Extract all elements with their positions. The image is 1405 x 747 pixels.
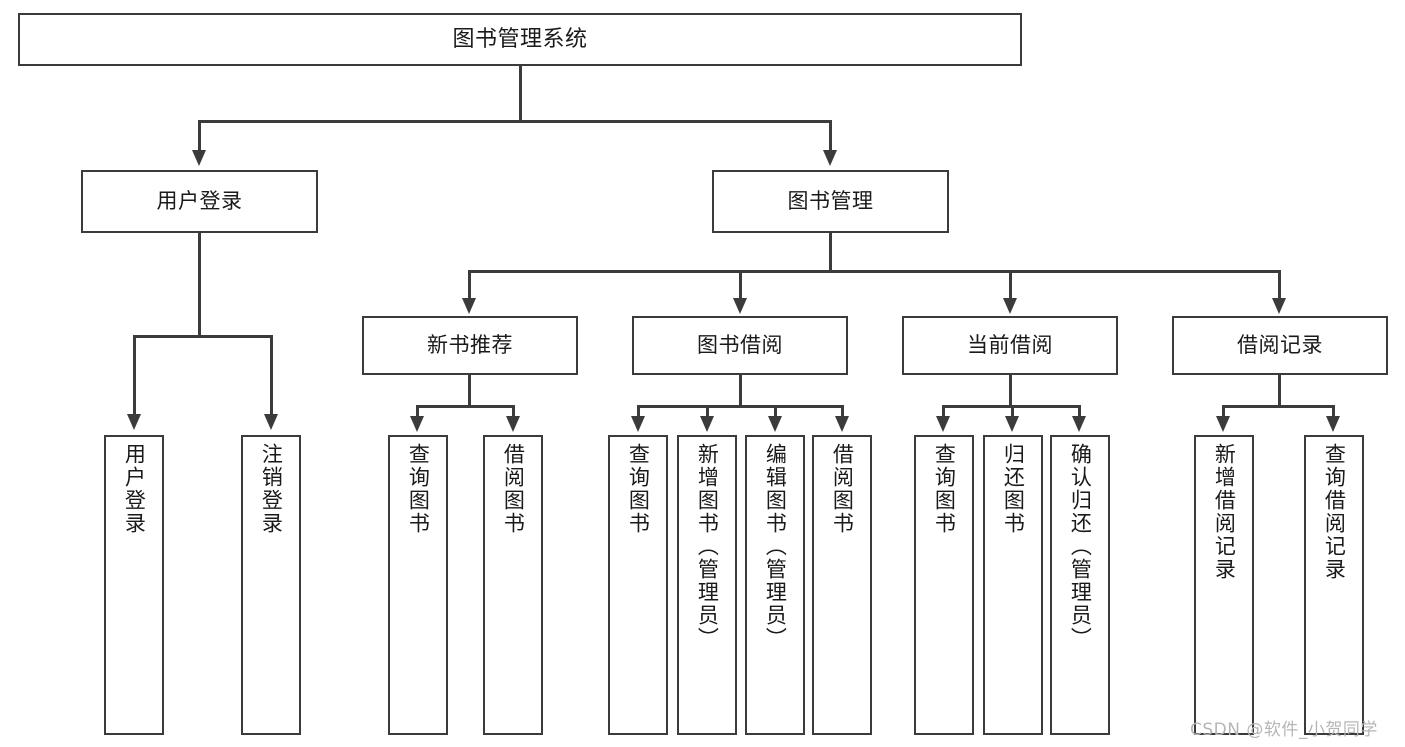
arrowhead-book-mgmt <box>823 150 837 166</box>
arrowhead-user-login <box>192 150 206 166</box>
node-label: 用户登录 <box>122 443 147 535</box>
connector-borrow-record-stem <box>1278 375 1281 407</box>
connector-cb-child-3 <box>1078 405 1081 419</box>
connector-user-login-bus <box>133 335 272 338</box>
arrowhead-bb-edit-book <box>768 416 782 432</box>
node-book-management[interactable]: 图书管理 <box>712 170 949 233</box>
arrowhead-br-add-record <box>1216 416 1230 432</box>
connector-root-to-book-mgmt <box>829 120 832 153</box>
node-label: 查询图书 <box>406 443 431 535</box>
arrowhead-br-query-record <box>1326 416 1340 432</box>
leaf-br-query-record[interactable]: 查询借阅记录 <box>1304 435 1364 735</box>
node-label: 借阅图书 <box>501 443 526 535</box>
leaf-bb-add-book[interactable]: 新增图书（管理员） <box>677 435 737 735</box>
connector-bb-child-2 <box>706 405 709 419</box>
connector-root-bus <box>198 120 832 123</box>
node-label: 注销登录 <box>259 443 284 535</box>
node-current-borrow[interactable]: 当前借阅 <box>902 316 1118 375</box>
arrowhead-leaf-logout <box>264 414 278 430</box>
node-label: 图书借阅 <box>697 333 783 358</box>
leaf-bb-borrow-book[interactable]: 借阅图书 <box>812 435 872 735</box>
node-label: 新增借阅记录 <box>1212 443 1237 581</box>
node-label: 图书管理系统 <box>452 26 588 52</box>
leaf-logout[interactable]: 注销登录 <box>241 435 301 735</box>
connector-user-login-stem <box>198 233 201 335</box>
connector-book-mgmt-stem <box>829 233 832 272</box>
node-label: 新书推荐 <box>427 333 513 358</box>
connector-bb-child-4 <box>841 405 844 419</box>
connector-root-stem <box>519 66 522 122</box>
leaf-br-add-record[interactable]: 新增借阅记录 <box>1194 435 1254 735</box>
leaf-cb-confirm-return[interactable]: 确认归还（管理员） <box>1050 435 1110 735</box>
leaf-bb-edit-book[interactable]: 编辑图书（管理员） <box>745 435 805 735</box>
connector-to-current-borrow <box>1009 270 1012 301</box>
connector-br-child-1 <box>1222 405 1225 419</box>
arrowhead-current-borrow <box>1003 298 1017 314</box>
arrowhead-new-book <box>462 298 476 314</box>
connector-cb-child-1 <box>942 405 945 419</box>
arrowhead-borrow-record <box>1272 298 1286 314</box>
connector-book-mgmt-bus <box>468 270 1280 273</box>
connector-new-book-child-1 <box>416 405 419 419</box>
connector-bb-child-3 <box>774 405 777 419</box>
node-label: 归还图书 <box>1001 443 1026 535</box>
node-label: 确认归还（管理员） <box>1068 443 1093 650</box>
node-new-book-recommend[interactable]: 新书推荐 <box>362 316 578 375</box>
arrowhead-nb-borrow-book <box>506 416 520 432</box>
connector-new-book-stem <box>468 375 471 407</box>
connector-book-borrow-bus <box>637 405 843 408</box>
node-label: 借阅记录 <box>1237 333 1323 358</box>
connector-to-new-book <box>468 270 471 301</box>
leaf-bb-query-book[interactable]: 查询图书 <box>608 435 668 735</box>
node-label: 查询借阅记录 <box>1322 443 1347 581</box>
leaf-nb-borrow-book[interactable]: 借阅图书 <box>483 435 543 735</box>
arrowhead-cb-confirm-return <box>1072 416 1086 432</box>
connector-new-book-bus <box>416 405 514 408</box>
node-label: 当前借阅 <box>967 333 1053 358</box>
arrowhead-bb-borrow-book <box>835 416 849 432</box>
connector-root-to-user-login <box>198 120 201 153</box>
connector-cb-child-2 <box>1011 405 1014 419</box>
node-user-login[interactable]: 用户登录 <box>81 170 318 233</box>
node-label: 借阅图书 <box>830 443 855 535</box>
connector-book-borrow-stem <box>739 375 742 407</box>
node-label: 编辑图书（管理员） <box>763 443 788 650</box>
connector-current-borrow-stem <box>1009 375 1012 407</box>
leaf-user-login[interactable]: 用户登录 <box>104 435 164 735</box>
connector-br-child-2 <box>1332 405 1335 419</box>
connector-bb-child-1 <box>637 405 640 419</box>
node-label: 图书管理 <box>787 189 874 214</box>
leaf-cb-query-book[interactable]: 查询图书 <box>914 435 974 735</box>
node-label: 查询图书 <box>932 443 957 535</box>
arrowhead-book-borrow <box>733 298 747 314</box>
arrowhead-leaf-user-login <box>127 414 141 430</box>
arrowhead-nb-query-book <box>410 416 424 432</box>
connector-new-book-child-2 <box>512 405 515 419</box>
connector-user-login-child-2 <box>270 335 273 416</box>
connector-to-book-borrow <box>739 270 742 301</box>
node-label: 新增图书（管理员） <box>695 443 720 650</box>
node-borrow-record[interactable]: 借阅记录 <box>1172 316 1388 375</box>
node-label: 查询图书 <box>626 443 651 535</box>
connector-to-borrow-record <box>1278 270 1281 301</box>
arrowhead-bb-add-book <box>700 416 714 432</box>
node-label: 用户登录 <box>156 189 243 214</box>
leaf-nb-query-book[interactable]: 查询图书 <box>388 435 448 735</box>
node-root-system[interactable]: 图书管理系统 <box>18 13 1022 66</box>
leaf-cb-return-book[interactable]: 归还图书 <box>983 435 1043 735</box>
node-book-borrow[interactable]: 图书借阅 <box>632 316 848 375</box>
arrowhead-cb-query-book <box>936 416 950 432</box>
connector-borrow-record-bus <box>1222 405 1334 408</box>
arrowhead-cb-return-book <box>1005 416 1019 432</box>
arrowhead-bb-query-book <box>631 416 645 432</box>
connector-user-login-child-1 <box>133 335 136 416</box>
